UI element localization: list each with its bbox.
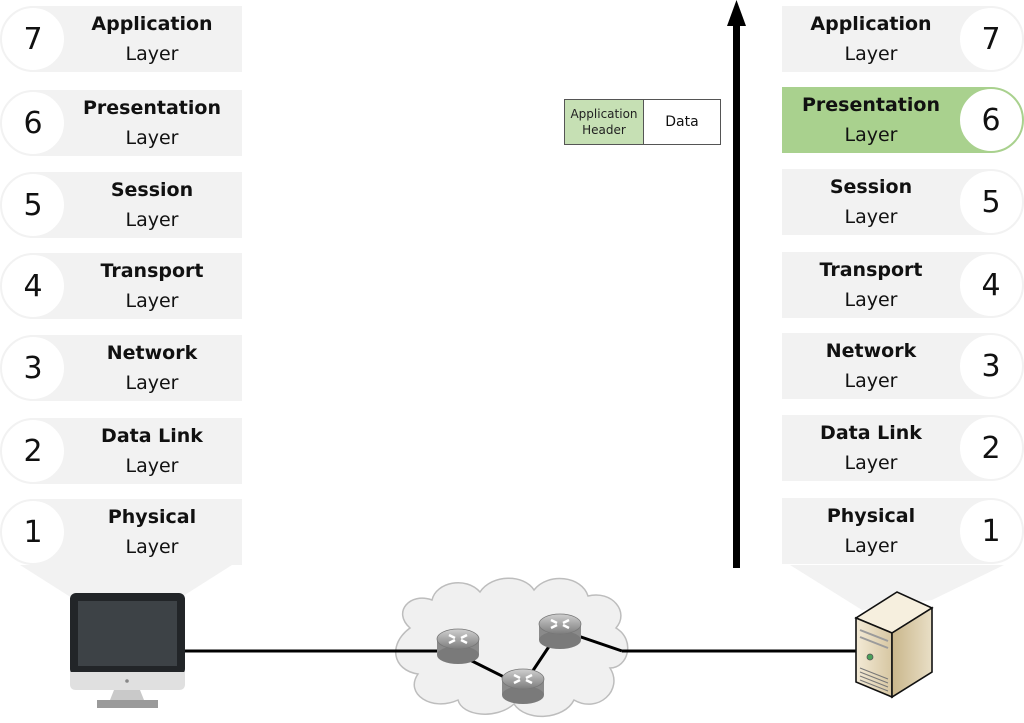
layer-number-badge: 6	[958, 87, 1024, 153]
layer-number-badge: 7	[958, 6, 1024, 72]
desktop-computer-icon	[70, 593, 185, 708]
layer-name: Transport	[819, 259, 923, 281]
layer-name: Physical	[826, 505, 916, 527]
layer-band	[782, 415, 990, 481]
layer-name: Presentation	[802, 94, 940, 116]
layer-number-badge: 2	[958, 415, 1024, 481]
cable-router-link-3	[577, 634, 623, 653]
layer-name: Physical	[107, 506, 197, 528]
layer-sub: Layer	[844, 289, 898, 311]
layer-sub: Layer	[844, 124, 898, 146]
layer-sub: Layer	[844, 370, 898, 392]
layer-sub: Layer	[844, 43, 898, 65]
layer-sub: Layer	[125, 536, 179, 558]
layer-sub: Layer	[125, 209, 179, 231]
packet: Application Header Data	[564, 99, 721, 145]
layer-sub: Layer	[125, 455, 179, 477]
layer-band	[782, 6, 990, 72]
router-icon	[501, 668, 545, 704]
layer-name: Session	[110, 179, 194, 201]
layer-name: Application	[91, 13, 213, 35]
layer-sub: Layer	[125, 127, 179, 149]
layer-name: Application	[810, 13, 932, 35]
router-icon	[436, 628, 480, 664]
layer-band	[782, 87, 990, 153]
layer-number-badge: 5	[958, 169, 1024, 235]
layer-number-badge: 3	[0, 335, 66, 401]
packet-data: Data	[644, 100, 720, 144]
layer-band	[782, 333, 990, 399]
layer-sub: Layer	[125, 372, 179, 394]
layer-band	[782, 169, 990, 235]
layer-sub: Layer	[125, 43, 179, 65]
layer-number-badge: 3	[958, 333, 1024, 399]
cloud-icon	[394, 577, 629, 717]
layer-number-badge: 4	[0, 253, 66, 319]
layer-number-badge: 5	[0, 172, 66, 238]
up-arrow-icon	[727, 0, 746, 568]
layer-number-badge: 6	[0, 90, 66, 156]
layer-band	[782, 252, 990, 318]
layer-name: Session	[829, 176, 913, 198]
layer-name: Transport	[100, 260, 204, 282]
layer-sub: Layer	[125, 290, 179, 312]
sender-funnel	[20, 565, 232, 598]
receiver-funnel	[790, 565, 1004, 610]
layer-sub: Layer	[844, 206, 898, 228]
layer-number-badge: 4	[958, 252, 1024, 318]
packet-header-line1: Application	[570, 107, 638, 121]
layer-name: Presentation	[83, 97, 221, 119]
layer-sub: Layer	[844, 452, 898, 474]
router-icon	[538, 613, 582, 649]
layer-name: Data Link	[820, 422, 922, 444]
layer-name: Network	[825, 340, 917, 362]
server-tower-icon	[854, 591, 934, 699]
layer-number-badge: 1	[958, 498, 1024, 564]
layer-name: Network	[106, 342, 198, 364]
packet-application-header: Application Header	[565, 100, 644, 144]
layer-band	[782, 498, 990, 564]
layer-number-badge: 1	[0, 499, 66, 565]
layer-number-badge: 7	[0, 6, 66, 72]
layer-sub: Layer	[844, 535, 898, 557]
layer-number-badge: 2	[0, 418, 66, 484]
packet-header-line2: Header	[582, 123, 626, 137]
layer-name: Data Link	[101, 425, 203, 447]
